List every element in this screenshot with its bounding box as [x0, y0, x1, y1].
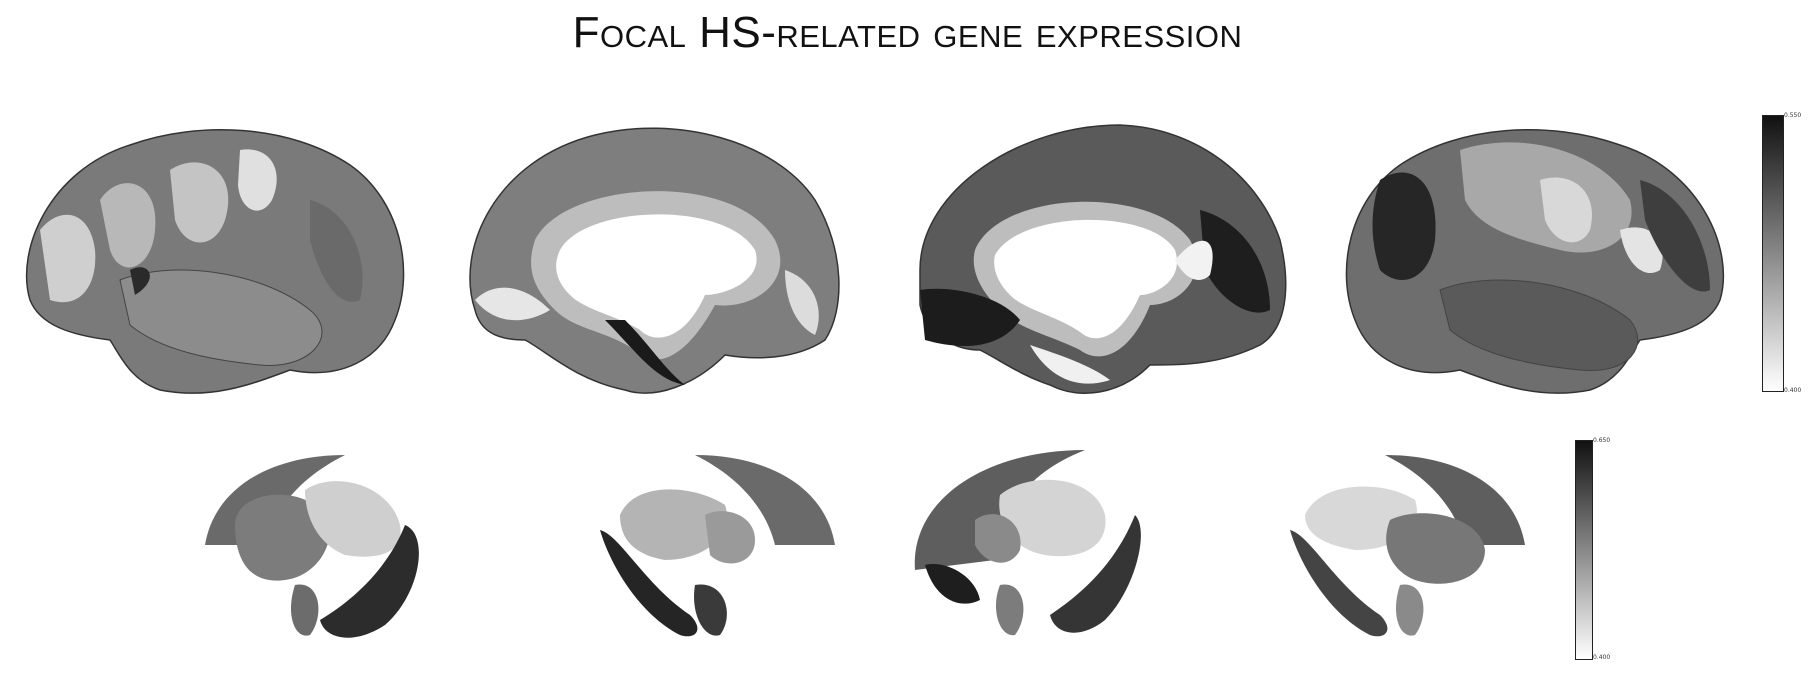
- cortical-colorbar-max-label: 0.550: [1784, 112, 1802, 119]
- cortex-left-medial: [469, 127, 840, 394]
- cortical-colorbar-min-label: 0.400: [1784, 387, 1802, 394]
- subcortical-colorbar-min-label: 0.400: [1593, 654, 1611, 661]
- cortical-colorbar-gradient: [1762, 115, 1784, 392]
- subcortex-view-3: [914, 450, 1141, 636]
- cortex-right-medial: [919, 124, 1287, 394]
- cortex-right-lateral: [1345, 129, 1725, 394]
- subcortex-view-2: [600, 455, 835, 637]
- cortex-left-lateral: [25, 129, 405, 394]
- subcortical-colorbar-max-label: 0.650: [1593, 437, 1611, 444]
- figure-title: Focal HS-related gene expression: [572, 8, 1243, 57]
- subcortex-view-1: [205, 455, 419, 638]
- subcortical-colorbar: 0.650 0.400: [1575, 437, 1615, 661]
- subcortical-colorbar-gradient: [1575, 440, 1593, 660]
- subcortex-view-4: [1290, 455, 1525, 637]
- cortical-colorbar: 0.550 0.400: [1762, 112, 1802, 395]
